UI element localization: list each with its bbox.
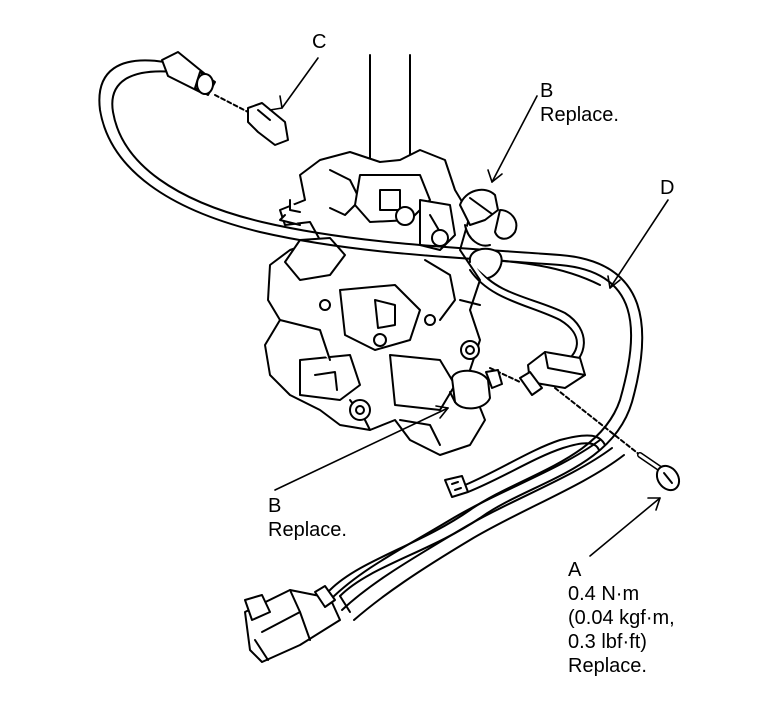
bottom-connector [244, 585, 341, 663]
callout-d-letter: D [660, 177, 675, 199]
sensor-harness [469, 267, 585, 371]
callout-b-bottom-letter: B [268, 495, 282, 517]
callout-c-letter: C [312, 31, 327, 53]
screw-a [637, 452, 681, 492]
leader-a [589, 497, 661, 557]
leader-b-top [491, 95, 538, 183]
callout-b-bottom: B Replace. [268, 494, 347, 542]
arrow-d [607, 275, 621, 289]
callout-a-letter: A [568, 559, 582, 581]
cable-clip [468, 247, 503, 279]
switch-assembly [264, 149, 486, 456]
callout-a: A 0.4 N·m (0.04 kgf·m, 0.3 lbf·ft) Repla… [568, 558, 675, 678]
callout-c: C [312, 30, 326, 54]
connector-c-housing [161, 51, 216, 96]
callout-b-top-note: Replace. [540, 104, 619, 126]
torque-kgf: (0.04 kgf·m, [568, 607, 675, 629]
lower-wire [444, 434, 606, 498]
arrow-c [269, 95, 283, 111]
clip-b-top [459, 188, 518, 247]
steering-shaft [369, 54, 411, 171]
arrow-b-bottom [435, 405, 449, 419]
callout-a-note: Replace. [568, 655, 647, 677]
torque-lbf: 0.3 lbf·ft) [568, 631, 647, 653]
torque-nm: 0.4 N·m [568, 583, 640, 605]
callout-b-top: B Replace. [540, 79, 619, 127]
leader-lines [269, 57, 669, 557]
main-harness [329, 439, 625, 621]
sensor-unit [489, 351, 641, 456]
leader-d [609, 199, 669, 289]
bulb-c [214, 94, 289, 146]
callout-b-bottom-note: Replace. [268, 519, 347, 541]
leader-c [281, 57, 319, 109]
arrow-b-top [487, 169, 503, 183]
arrow-a [647, 497, 661, 511]
leader-b-bottom [274, 407, 449, 491]
callout-d: D [660, 176, 674, 200]
callout-b-top-letter: B [540, 80, 554, 102]
clip-b-bottom [449, 369, 503, 410]
